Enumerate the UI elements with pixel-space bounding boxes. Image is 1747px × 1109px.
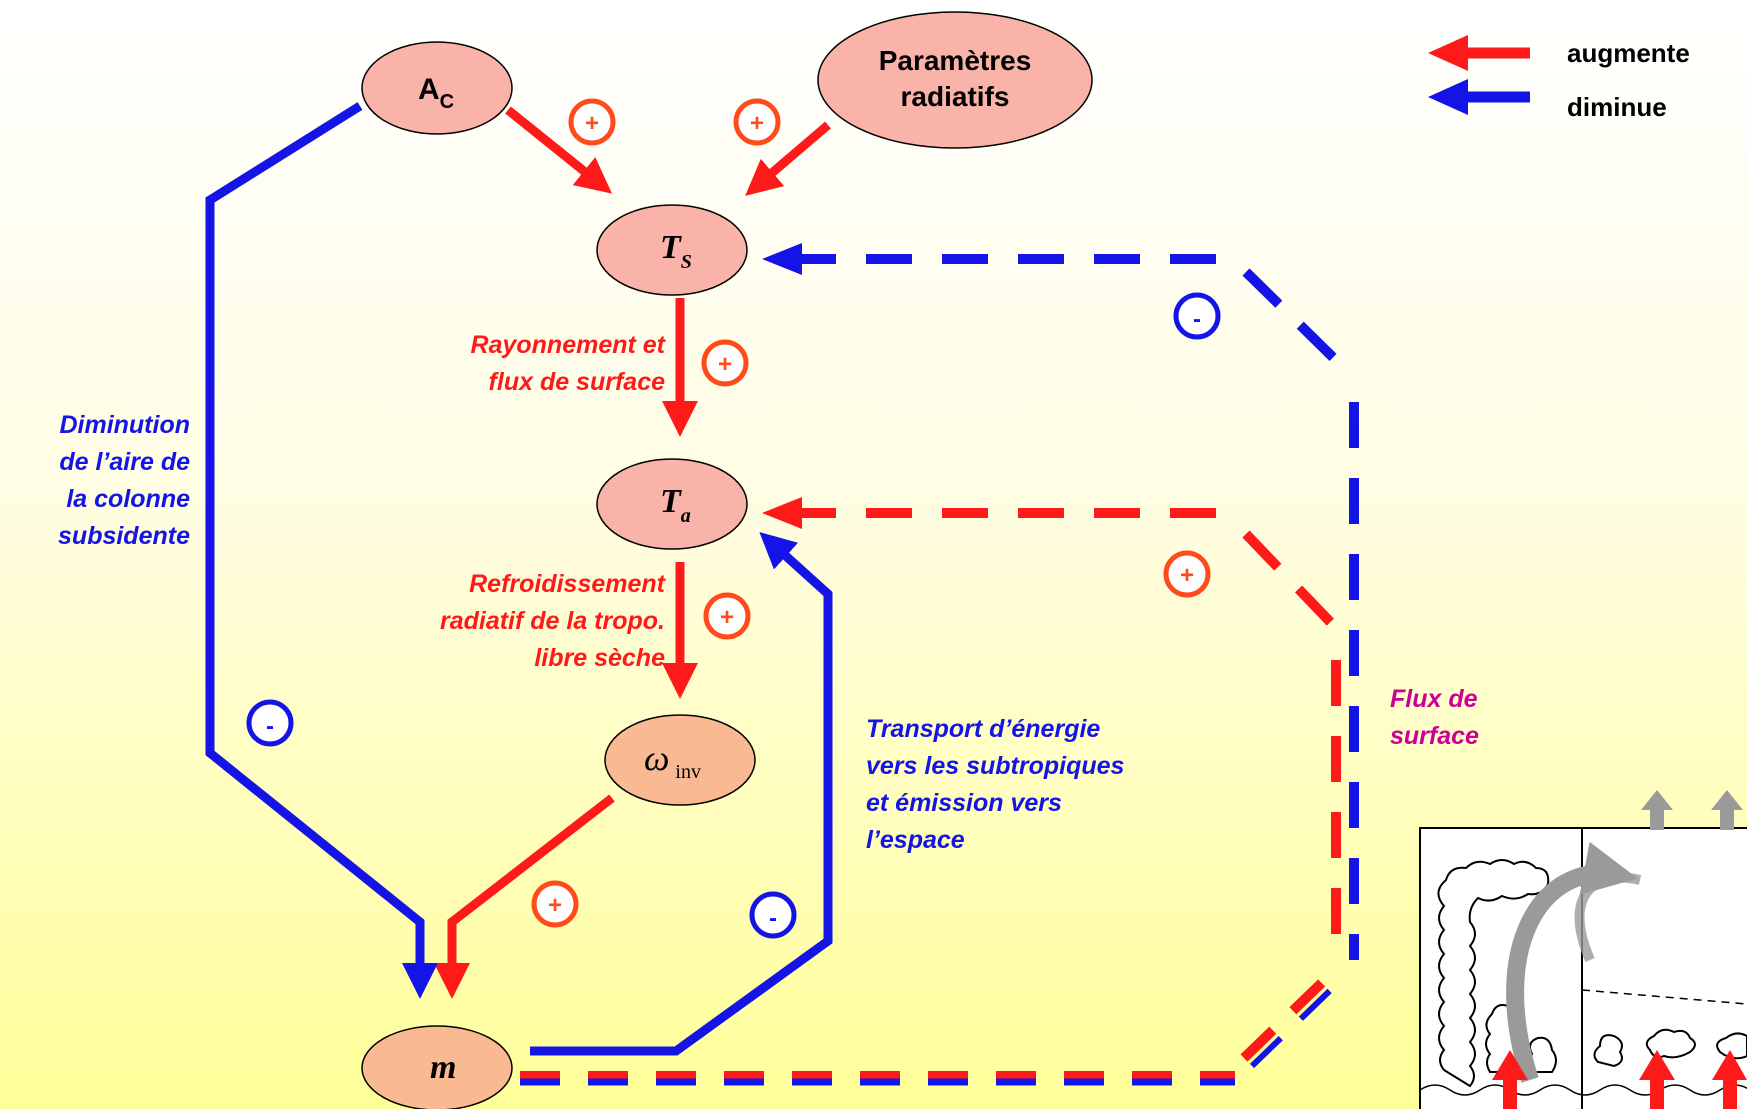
- node-ta: Ta: [596, 458, 748, 550]
- sign-plus-ac: +: [568, 98, 616, 146]
- node-ts: TS: [596, 204, 748, 296]
- sign-plus-refroidissement: +: [703, 592, 751, 640]
- dashed-blue-diagonal: [1242, 268, 1358, 382]
- dashed-red-arrowhead: [762, 497, 802, 529]
- dashed-red-diagonal: [1242, 530, 1340, 632]
- legend-label-augmente: augmente: [1567, 38, 1690, 68]
- omega-main: ω: [644, 738, 669, 778]
- svg-text:+: +: [548, 892, 562, 919]
- svg-text:+: +: [718, 351, 732, 378]
- ts-sub: S: [681, 251, 692, 273]
- svg-text:+: +: [585, 110, 599, 137]
- node-parametres-radiatifs: Paramètres radiatifs: [817, 11, 1093, 149]
- dashed-blue-arrowhead: [762, 243, 802, 275]
- svg-text:Ta: Ta: [660, 483, 691, 527]
- arrow-parametres-to-ts: [745, 121, 831, 196]
- sign-plus-flux: +: [1163, 550, 1211, 598]
- label-refroidissement: Refroidissement radiatif de la tropo. li…: [439, 570, 665, 672]
- arrow-ac-to-m: [205, 102, 438, 999]
- sign-minus-ts-feedback: -: [1173, 292, 1221, 340]
- inset-circulation-illustration: [1419, 790, 1747, 1109]
- label-diminution: Diminution de l’aire de la colonne subsi…: [58, 411, 190, 550]
- legend-arrow-augmente: [1428, 35, 1530, 71]
- ts-main: T: [660, 229, 682, 266]
- sign-minus-diminution: -: [246, 699, 294, 747]
- parametres-line2: radiatifs: [901, 81, 1010, 112]
- sign-plus-omega: +: [531, 880, 579, 928]
- omega-sub: inv: [675, 761, 701, 783]
- label-transport: Transport d’énergie vers les subtropique…: [866, 715, 1125, 854]
- svg-text:+: +: [720, 604, 734, 631]
- ta-sub: a: [681, 505, 691, 527]
- node-m: m: [361, 1025, 513, 1109]
- node-ac: AC: [361, 41, 513, 135]
- svg-text:-: -: [1193, 306, 1201, 333]
- legend-arrow-diminue: [1428, 79, 1530, 115]
- legend-label-diminue: diminue: [1567, 92, 1667, 122]
- ac-main: A: [418, 73, 440, 106]
- ac-sub: C: [440, 91, 454, 113]
- arrow-m-to-ta: [530, 531, 833, 1056]
- svg-text:-: -: [266, 713, 274, 740]
- svg-text:AC: AC: [418, 73, 454, 113]
- dashed-bicolor-diagonal-red: [1240, 966, 1339, 1062]
- sign-minus-transport: -: [749, 891, 797, 939]
- svg-text:TS: TS: [660, 229, 692, 273]
- label-flux-de-surface: Flux de surface: [1390, 685, 1479, 750]
- arrow-ac-to-ts: [505, 106, 613, 194]
- svg-text:+: +: [1180, 562, 1194, 589]
- sign-plus-parametres: +: [733, 98, 781, 146]
- svg-text:+: +: [750, 110, 764, 137]
- arrow-omega-to-m: [434, 794, 615, 999]
- dashed-bicolor-diagonal-blue: [1249, 975, 1346, 1069]
- label-rayonnement: Rayonnement et flux de surface: [470, 331, 665, 396]
- svg-text:-: -: [769, 905, 777, 932]
- m-main: m: [430, 1049, 456, 1086]
- parametres-line1: Paramètres: [879, 45, 1032, 76]
- sign-plus-rayonnement: +: [701, 339, 749, 387]
- ta-main: T: [660, 483, 682, 520]
